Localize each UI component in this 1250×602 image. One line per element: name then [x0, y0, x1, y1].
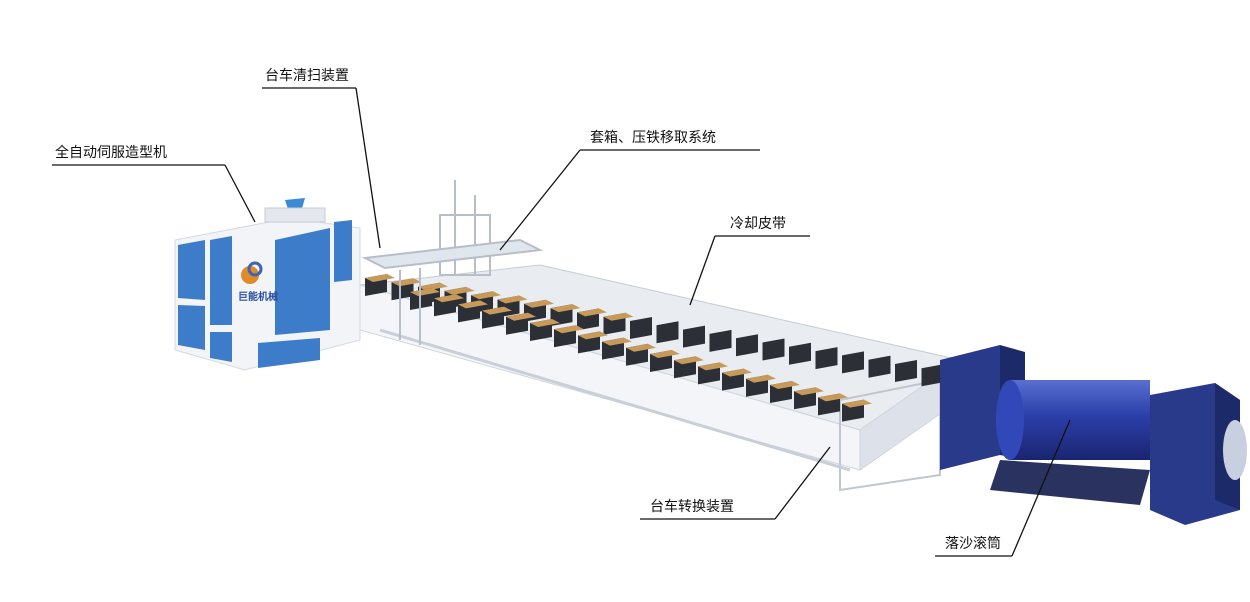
mold-top: [770, 381, 800, 389]
mold-flask: [762, 338, 785, 361]
mold-top: [603, 312, 634, 321]
mold-flask: [842, 351, 864, 374]
mold-top: [818, 393, 848, 402]
mold-top: [698, 362, 728, 371]
mold-flask: [630, 317, 652, 339]
mold-top: [746, 374, 776, 383]
logo-icon: [241, 266, 259, 284]
mold-flask: [868, 355, 891, 378]
mold-flask: [736, 334, 758, 357]
mold-rows: [365, 274, 944, 422]
shakeout-drum: [940, 345, 1247, 525]
label-molding-machine: 全自动伺服造型机: [55, 145, 167, 161]
mold-top: [650, 350, 680, 358]
label-flask-system: 套箱、压铁移取系统: [590, 130, 716, 146]
mold-top: [434, 294, 464, 303]
mold-flask: [921, 364, 944, 387]
mold-top: [577, 308, 607, 317]
label-trolley-cleaning: 台车清扫装置: [265, 68, 349, 84]
mold-top: [506, 312, 536, 321]
mold-top: [482, 306, 512, 315]
label-trolley-transfer: 台车转换装置: [650, 499, 734, 515]
mold-flask: [815, 347, 838, 370]
mold-top: [550, 304, 581, 313]
mold-top: [524, 299, 554, 308]
mold-top: [794, 387, 824, 396]
mold-top: [554, 325, 584, 334]
logo-text: 巨能机械: [238, 290, 278, 303]
mold-top: [722, 368, 752, 377]
flask-handling-gantry: [361, 180, 544, 345]
mold-flask: [789, 342, 811, 365]
label-cooling-belt: 冷却皮带: [730, 216, 786, 232]
leader-lines: [52, 87, 1071, 557]
mold-top: [674, 356, 704, 365]
mold-top: [530, 319, 560, 327]
mold-flask: [683, 325, 705, 348]
mold-top: [626, 343, 656, 352]
molding-machine: 巨能机械: [174, 198, 361, 371]
mold-top: [471, 291, 501, 300]
mold-top: [418, 282, 448, 291]
mold-flask: [895, 360, 917, 382]
mold-top: [602, 337, 632, 346]
mold-flask: [656, 321, 679, 344]
mold-top: [365, 274, 395, 282]
mold-top: [444, 286, 475, 295]
mold-top: [458, 300, 488, 309]
mold-flask: [709, 329, 732, 352]
mold-top: [578, 331, 608, 340]
mold-top: [842, 399, 872, 408]
mold-top: [410, 288, 440, 296]
mold-top: [497, 295, 528, 304]
label-shakeout-drum: 落沙滚筒: [945, 536, 1001, 552]
